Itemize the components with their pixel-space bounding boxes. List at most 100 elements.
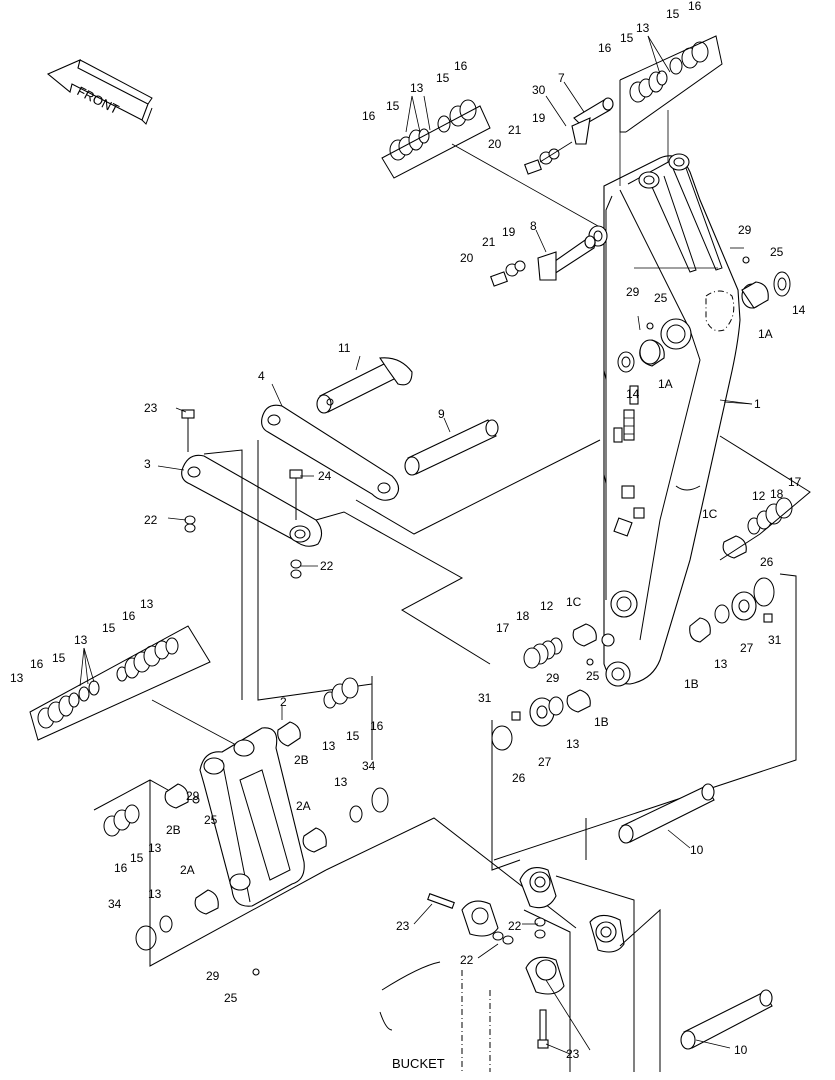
- callout-19-b: 19: [502, 225, 516, 239]
- callout-2b-left: 2B: [166, 823, 181, 837]
- callout-27-right: 27: [740, 641, 754, 655]
- callout-25-a: 25: [770, 245, 784, 259]
- callout-23-a: 23: [144, 401, 158, 415]
- callout-16-c: 16: [598, 41, 612, 55]
- bushing-group-lower-left: [491, 623, 615, 871]
- arm-assembly: [588, 153, 753, 687]
- callout-31-left: 31: [478, 691, 492, 705]
- callout-2b-right: 2B: [294, 753, 309, 767]
- callout-16-d: 16: [688, 0, 702, 13]
- callout-13-i: 13: [148, 887, 162, 901]
- callout-13-f: 13: [322, 739, 336, 753]
- callout-21-b: 21: [482, 235, 496, 249]
- callout-23-c: 23: [566, 1047, 580, 1061]
- callout-1a-right: 1A: [758, 327, 773, 341]
- callout-4: 4: [258, 369, 265, 383]
- callout-13-e: 13: [10, 671, 24, 685]
- callout-29-e: 29: [206, 969, 220, 983]
- callout-13-k: 13: [714, 657, 728, 671]
- callout-15-d: 15: [666, 7, 680, 21]
- bucket-label: BUCKET: [392, 1056, 445, 1071]
- callout-27-left: 27: [538, 755, 552, 769]
- callout-16-e: 16: [122, 609, 136, 623]
- callout-29-b: 29: [626, 285, 640, 299]
- bushing-1a-right: [730, 247, 791, 309]
- callout-25-b: 25: [654, 291, 668, 305]
- callout-2: 2: [280, 695, 287, 709]
- callout-13-a: 13: [410, 81, 424, 95]
- callout-13-h: 13: [148, 841, 162, 855]
- callout-22-c: 22: [460, 953, 474, 967]
- pin-8-assembly: [490, 235, 596, 287]
- callout-13-j: 13: [566, 737, 580, 751]
- callout-22-a: 22: [144, 513, 158, 527]
- callout-2a-right: 2A: [296, 799, 311, 813]
- callout-14-right: 14: [792, 303, 806, 317]
- callout-30: 30: [532, 83, 546, 97]
- callout-31-right: 31: [768, 633, 782, 647]
- callout-15-b: 15: [436, 71, 450, 85]
- callout-15-h: 15: [130, 851, 144, 865]
- callout-15-f: 15: [52, 651, 66, 665]
- callout-22-b: 22: [320, 559, 334, 573]
- pin-10-lower: [680, 989, 773, 1050]
- callout-29-d: 29: [186, 789, 200, 803]
- washer-stack-top-right: [619, 35, 723, 186]
- callout-12-right: 12: [752, 489, 766, 503]
- callout-20-a: 20: [488, 137, 502, 151]
- callout-26-left: 26: [512, 771, 526, 785]
- callout-29-a: 29: [738, 223, 752, 237]
- callout-10-upper: 10: [690, 843, 704, 857]
- washer-stack-mid: [323, 676, 389, 823]
- callout-16-g: 16: [370, 719, 384, 733]
- pin-9: [404, 419, 499, 476]
- callout-1: 1: [754, 397, 761, 411]
- washer-stack-left: [29, 625, 239, 747]
- callout-18-left: 18: [516, 609, 530, 623]
- link-3: [181, 409, 601, 701]
- callout-29-c: 29: [546, 671, 560, 685]
- bucket-bracket: [379, 867, 661, 1072]
- callout-34-left: 34: [108, 897, 122, 911]
- callout-labels: 1 1A 1A 1B 1B 1C 1C 2 2A 2A 2B 2B 3 4 7 …: [10, 0, 806, 1071]
- callout-10-lower: 10: [734, 1043, 748, 1057]
- callout-8: 8: [530, 219, 537, 233]
- callout-21-a: 21: [508, 123, 522, 137]
- callout-1a-left: 1A: [658, 377, 673, 391]
- callout-14-left: 14: [626, 387, 640, 401]
- callout-24: 24: [318, 469, 332, 483]
- callout-20-b: 20: [460, 251, 474, 265]
- callout-1b-left: 1B: [594, 715, 609, 729]
- callout-1c-left: 1C: [566, 595, 582, 609]
- callout-16-f: 16: [30, 657, 44, 671]
- washer-stack-top-left: [381, 99, 599, 227]
- callout-17-left: 17: [496, 621, 510, 635]
- callout-23-b: 23: [396, 919, 410, 933]
- link-4: [261, 404, 400, 501]
- leader-lines: [79, 35, 753, 1055]
- bushing-group-lower-right: [493, 435, 811, 861]
- callout-15-c: 15: [620, 31, 634, 45]
- callout-16-a: 16: [362, 109, 376, 123]
- h-link-2: [93, 721, 577, 976]
- pin-11: [316, 357, 413, 414]
- callout-3: 3: [144, 457, 151, 471]
- callout-1c-right: 1C: [702, 507, 718, 521]
- callout-17-right: 17: [788, 475, 802, 489]
- callout-13-g: 13: [334, 775, 348, 789]
- callout-13-b: 13: [636, 21, 650, 35]
- callout-18-right: 18: [770, 487, 784, 501]
- callout-13-c: 13: [140, 597, 154, 611]
- front-direction-arrow: FRONT: [46, 59, 153, 125]
- callout-25-d: 25: [204, 813, 218, 827]
- callout-22-d: 22: [508, 919, 522, 933]
- callout-34-right: 34: [362, 759, 376, 773]
- callout-25-e: 25: [224, 991, 238, 1005]
- callout-15-e: 15: [102, 621, 116, 635]
- callout-15-a: 15: [386, 99, 400, 113]
- callout-16-b: 16: [454, 59, 468, 73]
- callout-25-c: 25: [586, 669, 600, 683]
- callout-16-h: 16: [114, 861, 128, 875]
